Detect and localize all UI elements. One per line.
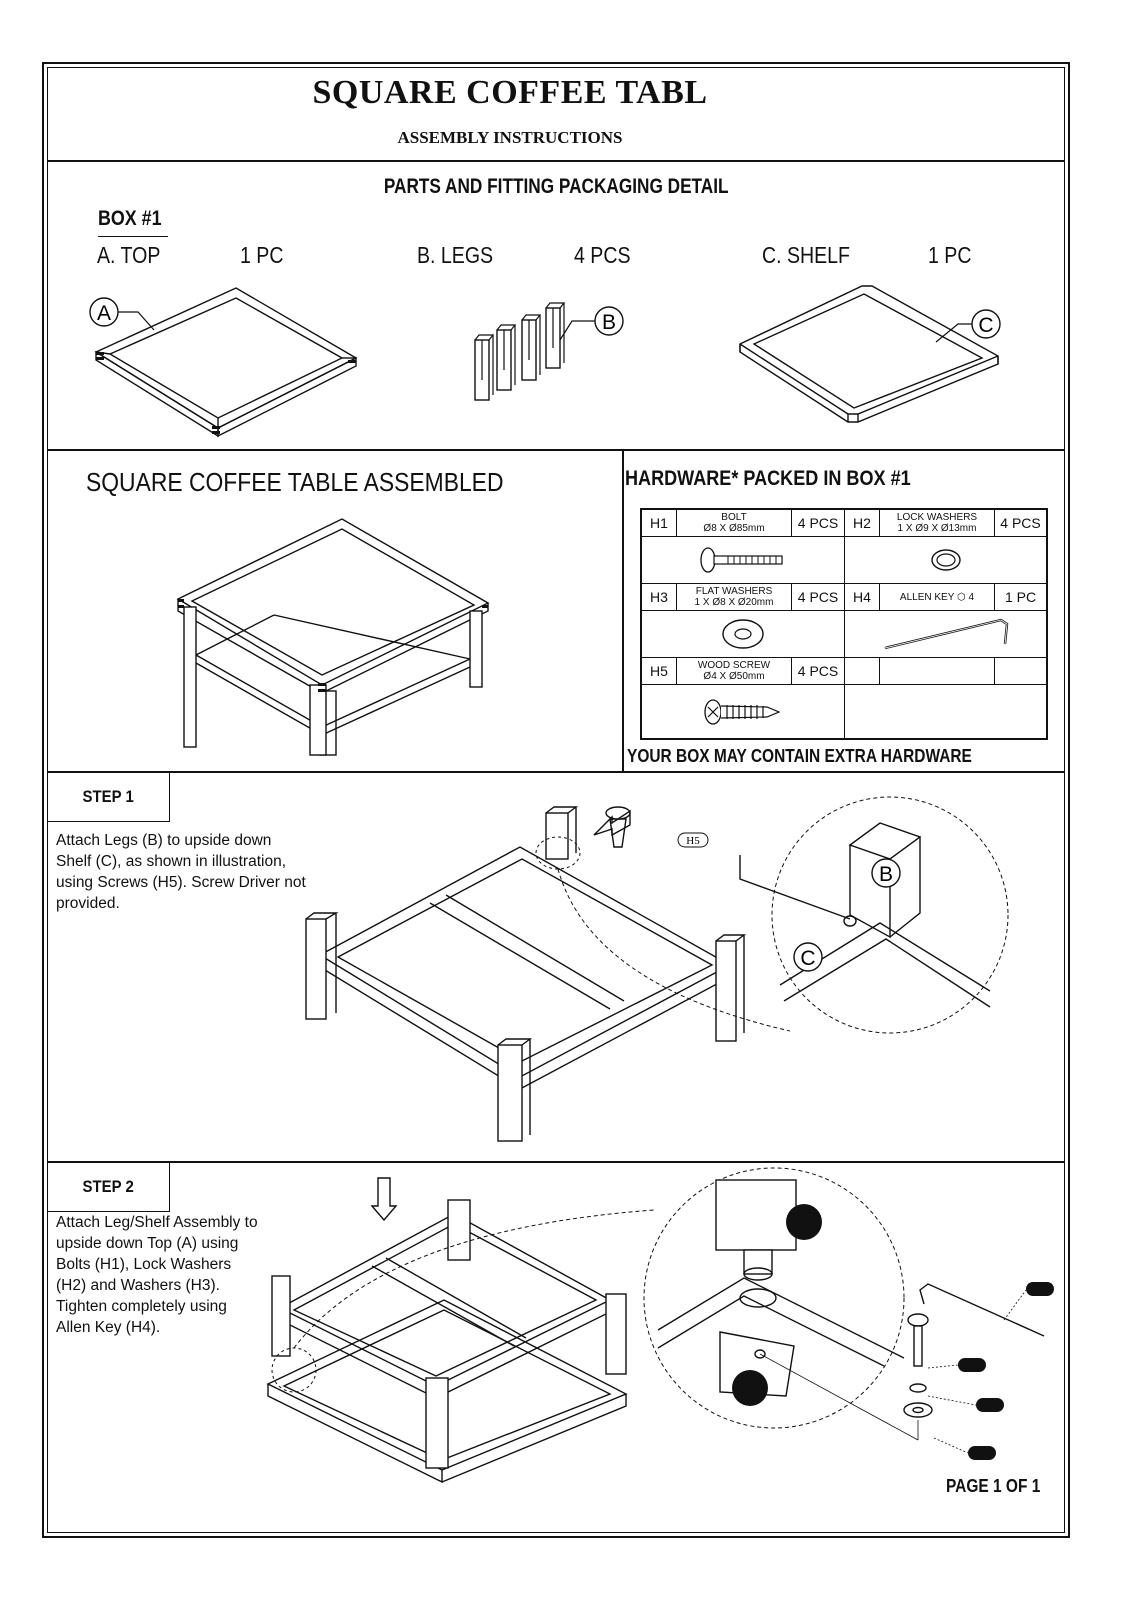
page-outer-border [42, 62, 1070, 1538]
hw-qty-h2: 4 PCS [994, 509, 1047, 537]
page-title: SQUARE COFFEE TABL [312, 74, 708, 111]
hw-img-h2 [844, 536, 1047, 584]
callout-a: A [97, 302, 111, 325]
assembled-table-illustration [176, 518, 490, 756]
step1-illustration: B C H5 [305, 796, 1009, 1142]
hw-empty-qty [994, 657, 1047, 685]
page-inner-border [47, 67, 1065, 1533]
step2-text: Attach Leg/Shelf Assembly to upside down… [56, 1214, 258, 1336]
hw-empty-code [844, 657, 880, 685]
hw-img-h1 [641, 536, 845, 584]
lock-washer-icon [930, 549, 961, 571]
hw-qty-h5: 4 PCS [791, 657, 845, 685]
allen-key-icon [884, 618, 1008, 650]
hw-qty-h4: 1 PC [994, 583, 1047, 611]
hw-qty-h3: 4 PCS [791, 583, 845, 611]
part-b-name: B. LEGS [417, 242, 494, 268]
divider-header [48, 160, 1064, 162]
part-b-legs-illustration: B [474, 302, 624, 401]
divider-step1 [48, 771, 1064, 773]
callout-b: B [602, 311, 616, 334]
part-c-name: C. SHELF [762, 242, 851, 268]
divider-parts [48, 449, 1064, 451]
hw-qty-h1: 4 PCS [791, 509, 845, 537]
page-number: PAGE 1 OF 1 [946, 1476, 1041, 1496]
divider-step2 [48, 1161, 1064, 1163]
step1-callout-c: C [800, 947, 815, 970]
flat-washer-icon [722, 619, 764, 649]
hw-code-h2: H2 [844, 509, 880, 537]
hw-code-h3: H3 [641, 583, 677, 611]
hw-img-h3 [641, 610, 845, 658]
step2-label: STEP 2 [48, 1162, 170, 1212]
page-subtitle: ASSEMBLY INSTRUCTIONS [397, 128, 623, 147]
divider-assembled-hardware [622, 449, 624, 771]
hw-img-empty [844, 684, 1047, 739]
step1-callout-h5: H5 [686, 835, 700, 847]
hw-img-h4 [844, 610, 1047, 658]
part-a-qty: 1 PC [240, 242, 284, 268]
hw-code-h1: H1 [641, 509, 677, 537]
hw-img-h5 [641, 684, 845, 739]
bolt-icon [700, 547, 783, 573]
box-label-underline [98, 236, 168, 237]
hw-empty-desc [879, 657, 995, 685]
callout-c: C [978, 314, 993, 337]
part-c-shelf-illustration: C [739, 285, 1001, 423]
part-b-qty: 4 PCS [574, 242, 631, 268]
part-a-top-illustration: A [89, 287, 358, 438]
wood-screw-icon [704, 698, 781, 725]
step1-label: STEP 1 [48, 772, 170, 822]
part-c-qty: 1 PC [928, 242, 972, 268]
assembled-heading: SQUARE COFFEE TABLE ASSEMBLED [86, 467, 504, 497]
hw-code-h5: H5 [641, 657, 677, 685]
part-a-name: A. TOP [97, 242, 161, 268]
box-label: BOX #1 [98, 207, 162, 230]
hw-desc-h4: ALLEN KEY ⬡ 4 [879, 583, 995, 611]
parts-heading: PARTS AND FITTING PACKAGING DETAIL [383, 175, 729, 198]
step2-illustration [266, 1167, 1054, 1484]
hardware-footnote: YOUR BOX MAY CONTAIN EXTRA HARDWARE [627, 746, 972, 766]
hw-code-h4: H4 [844, 583, 880, 611]
step1-text: Attach Legs (B) to upside down Shelf (C)… [56, 832, 306, 912]
step1-callout-b: B [879, 863, 893, 886]
hardware-heading: HARDWARE* PACKED IN BOX #1 [625, 467, 911, 490]
